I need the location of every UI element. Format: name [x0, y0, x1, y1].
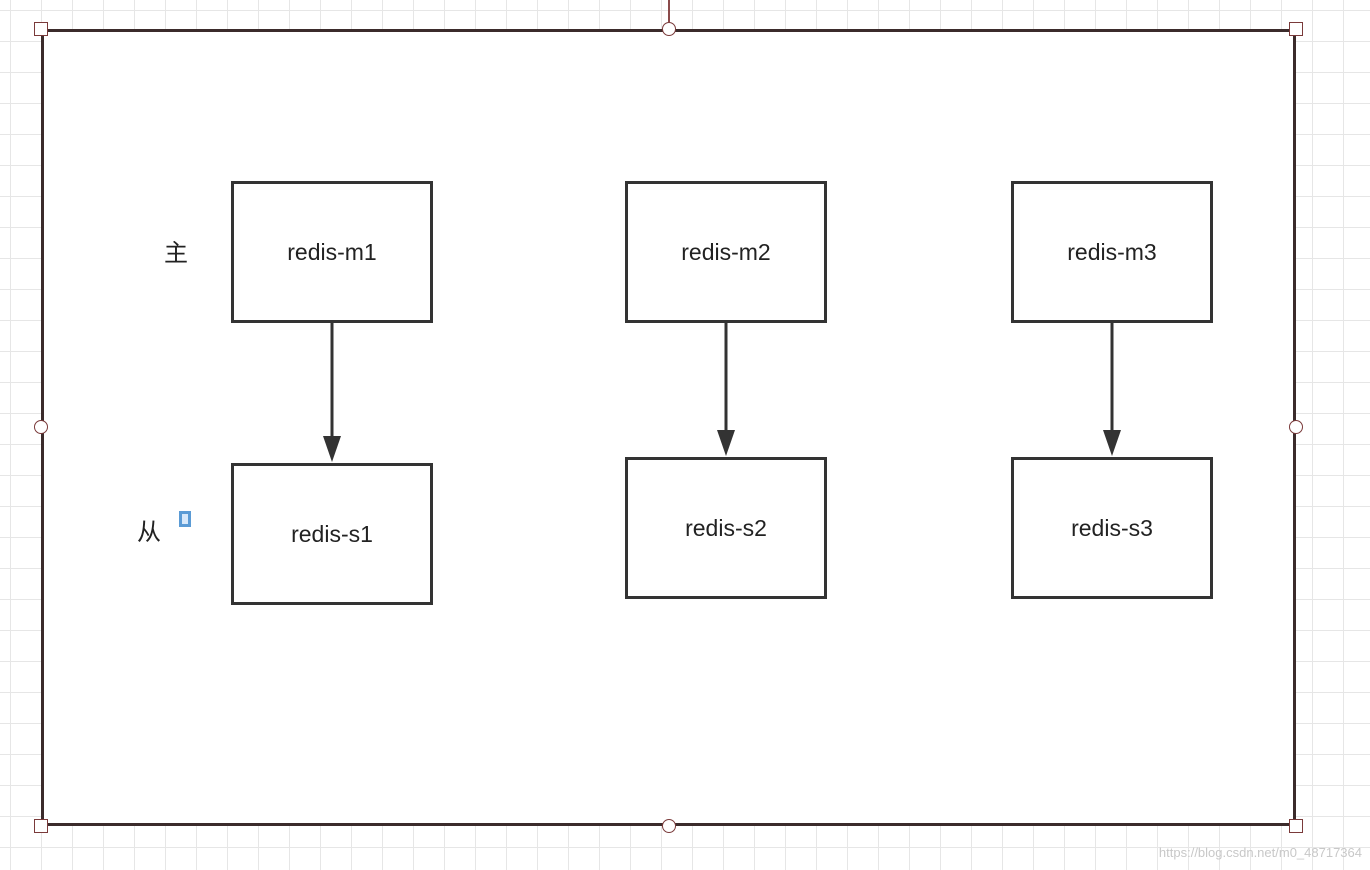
- resize-handle-bottom-right[interactable]: [1289, 819, 1303, 833]
- node-label: redis-s1: [291, 520, 373, 547]
- node-label: redis-m1: [287, 238, 377, 265]
- master-label: 主: [164, 239, 188, 267]
- node-redis-s2[interactable]: redis-s2: [625, 457, 827, 599]
- resize-handle-right-middle[interactable]: [1289, 420, 1303, 434]
- node-label: redis-m2: [681, 238, 771, 265]
- resize-handle-bottom-middle[interactable]: [662, 819, 676, 833]
- arrow-m3-s3: [1103, 322, 1121, 456]
- node-redis-s3[interactable]: redis-s3: [1011, 457, 1213, 599]
- resize-handle-left-middle[interactable]: [34, 420, 48, 434]
- watermark-text: https://blog.csdn.net/m0_48717364: [1158, 845, 1362, 860]
- arrow-m1-s1: [323, 322, 341, 462]
- slave-label: 从: [137, 518, 161, 546]
- node-redis-m3[interactable]: redis-m3: [1011, 181, 1213, 323]
- resize-handle-top-left[interactable]: [34, 22, 48, 36]
- node-redis-m1[interactable]: redis-m1: [231, 181, 433, 323]
- node-redis-s1[interactable]: redis-s1: [231, 463, 433, 605]
- rotation-handle-line[interactable]: [668, 0, 670, 22]
- arrow-m2-s2: [717, 322, 735, 456]
- node-label: redis-m3: [1067, 238, 1157, 265]
- node-redis-m2[interactable]: redis-m2: [625, 181, 827, 323]
- container-frame[interactable]: [41, 29, 1296, 826]
- resize-handle-top-right[interactable]: [1289, 22, 1303, 36]
- text-cursor-marker: [179, 511, 191, 527]
- resize-handle-top-middle[interactable]: [662, 22, 676, 36]
- node-label: redis-s2: [685, 514, 767, 541]
- resize-handle-bottom-left[interactable]: [34, 819, 48, 833]
- node-label: redis-s3: [1071, 514, 1153, 541]
